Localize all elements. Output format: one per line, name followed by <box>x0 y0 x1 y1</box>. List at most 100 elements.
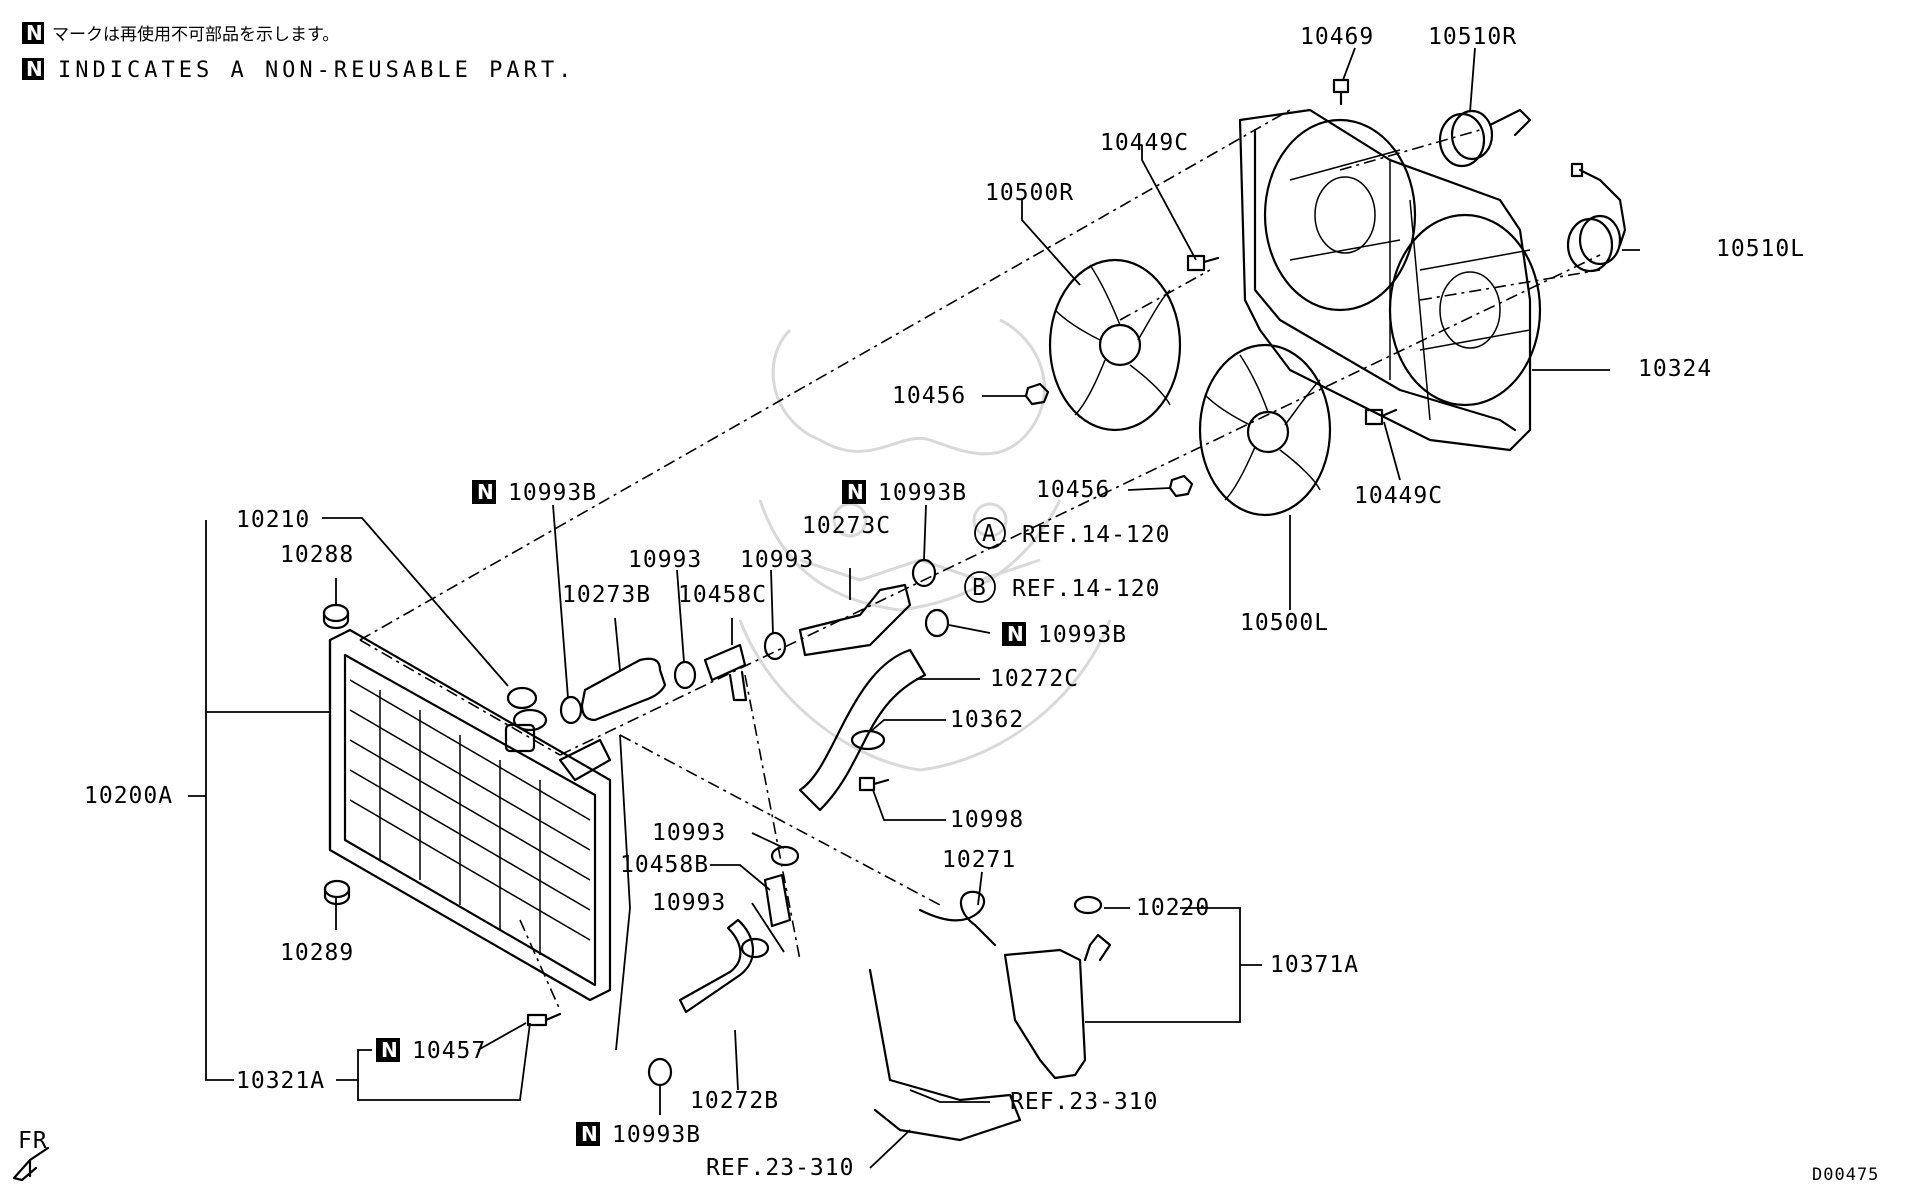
clamp-10362 <box>850 729 886 751</box>
callout-labels: 10469 10510R 10449C 10500R 10510L 10324 … <box>84 24 1805 1181</box>
circle-a-letter: A <box>982 521 997 547</box>
callout-10273B: 10273B <box>562 582 651 608</box>
bushing-10289 <box>323 879 351 906</box>
ref-b-text: REF.14-120 <box>1012 576 1160 602</box>
clamp-10993B-1 <box>559 695 583 725</box>
clamp-10993-4 <box>740 937 770 959</box>
clamp-10993B-3 <box>924 608 950 638</box>
clamp-10993-1 <box>673 660 697 690</box>
fan-shroud <box>1238 108 1542 452</box>
svg-text:10993B: 10993B <box>1038 622 1127 648</box>
callout-10458C: 10458C <box>678 582 767 608</box>
lower-hose-ref <box>868 968 1022 1142</box>
callout-10993B-3: N 10993B <box>1002 622 1127 648</box>
note-en: N INDICATES A NON-REUSABLE PART. <box>22 57 575 83</box>
svg-text:10993B: 10993B <box>612 1122 701 1148</box>
callout-10321A: 10321A <box>236 1068 325 1094</box>
clamp-10993-2 <box>763 631 787 661</box>
svg-text:10993B: 10993B <box>508 480 597 506</box>
callout-10272C: 10272C <box>990 666 1079 692</box>
front-label: FR <box>18 1128 48 1154</box>
bolt-10449C-top <box>1186 254 1220 272</box>
callout-10271: 10271 <box>942 847 1016 873</box>
ref-23-310-lower: REF.23-310 <box>706 1155 854 1181</box>
callout-10220: 10220 <box>1136 895 1210 921</box>
note-jp-text: マークは再使用不可部品を示します。 <box>52 24 339 45</box>
note-jp: N マークは再使用不可部品を示します。 <box>22 21 339 45</box>
callout-10469: 10469 <box>1300 24 1374 50</box>
badge-letter: N <box>26 21 43 45</box>
nut-10456-mid <box>1168 474 1194 498</box>
hose-10272C <box>798 648 927 812</box>
callout-10500R: 10500R <box>985 180 1074 206</box>
callout-10200A: 10200A <box>84 783 173 809</box>
svg-text:N: N <box>1007 622 1024 646</box>
radiator <box>328 628 612 1002</box>
front-arrow-icon <box>12 1146 50 1182</box>
badge-letter: N <box>26 57 43 81</box>
callout-10288: 10288 <box>280 542 354 568</box>
callout-10449C-top: 10449C <box>1100 130 1189 156</box>
hose-10272B <box>678 918 755 1014</box>
callout-10993-1: 10993 <box>628 547 702 573</box>
svg-text:10457: 10457 <box>412 1038 486 1064</box>
callout-10362: 10362 <box>950 707 1024 733</box>
joint-10458C <box>703 643 748 702</box>
callout-10458B: 10458B <box>620 852 709 878</box>
non-reusable-badge <box>22 22 44 44</box>
hose-10271 <box>918 890 997 947</box>
ref-23-310-upper: REF.23-310 <box>1010 1089 1158 1115</box>
svg-text:N: N <box>477 480 494 504</box>
bushing-10288 <box>322 603 350 630</box>
callout-10456-top: 10456 <box>892 383 966 409</box>
callout-10456-mid: 10456 <box>1036 477 1110 503</box>
callout-10457: N 10457 <box>376 1038 486 1064</box>
svg-text:N: N <box>381 1038 398 1062</box>
bolt-10469 <box>1332 78 1350 106</box>
fan-motor-right <box>1438 108 1532 168</box>
bolt-10449C-bot <box>1364 408 1398 426</box>
callout-10273C: 10273C <box>802 513 891 539</box>
clamp-10993-3 <box>770 845 800 867</box>
callout-10993-3: 10993 <box>652 820 726 846</box>
ref-a: A REF.14-120 <box>974 517 1170 549</box>
callout-10993-2: 10993 <box>740 547 814 573</box>
leader-lines <box>188 47 1640 1169</box>
fan-motor-left <box>1566 162 1627 273</box>
non-reusable-badge <box>22 58 44 80</box>
cap-10210 <box>506 686 538 710</box>
svg-text:N: N <box>581 1122 598 1146</box>
clamp-10993B-4 <box>647 1057 673 1087</box>
ref-b: B REF.14-120 <box>964 571 1160 603</box>
alignment-lines <box>359 109 1601 1011</box>
joint-10458B <box>763 873 792 928</box>
callout-10998: 10998 <box>950 807 1024 833</box>
callout-10289: 10289 <box>280 940 354 966</box>
callout-10993-4: 10993 <box>652 890 726 916</box>
svg-text:10993B: 10993B <box>878 480 967 506</box>
callout-10210: 10210 <box>236 507 310 533</box>
callout-10371A: 10371A <box>1270 952 1359 978</box>
drain-plug-10457 <box>526 1012 562 1027</box>
callout-10993B-1: N 10993B <box>472 480 597 506</box>
callout-10510L: 10510L <box>1716 236 1805 262</box>
reservoir-tank <box>1003 895 1112 1080</box>
hose-10273C <box>798 583 912 657</box>
callout-10500L: 10500L <box>1240 610 1329 636</box>
callout-10324: 10324 <box>1638 356 1712 382</box>
note-en-text: INDICATES A NON-REUSABLE PART. <box>58 58 575 83</box>
diagram-id: D00475 <box>1812 1165 1879 1185</box>
hose-10273B <box>580 657 667 722</box>
fan-10500L <box>1198 343 1332 517</box>
callout-10993B-2: N 10993B <box>842 480 967 506</box>
callout-10510R: 10510R <box>1428 24 1517 50</box>
ref-a-text: REF.14-120 <box>1022 522 1170 548</box>
front-direction-indicator: FR <box>12 1128 50 1182</box>
svg-text:N: N <box>847 480 864 504</box>
callout-10993B-4: N 10993B <box>576 1122 701 1148</box>
callout-10449C-bot: 10449C <box>1354 483 1443 509</box>
circle-b-letter: B <box>972 575 987 601</box>
bolt-10998 <box>858 776 890 792</box>
